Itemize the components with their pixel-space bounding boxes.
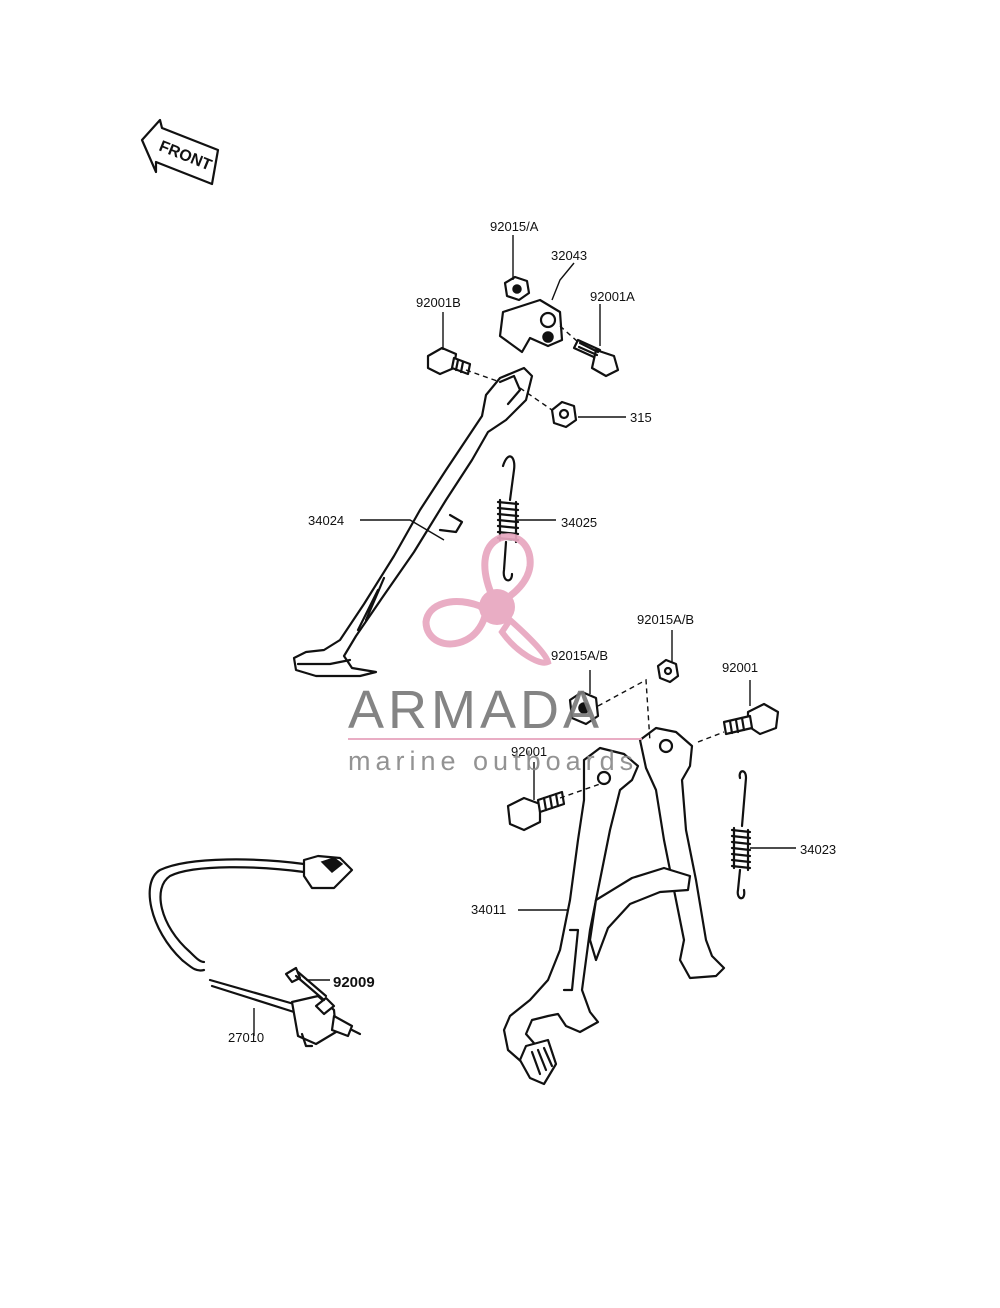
nut-92015ab-mid: [568, 690, 600, 726]
watermark-tagline: marine outboards: [348, 746, 638, 776]
watermark-divider: [348, 738, 642, 740]
label-92001-left: 92001: [511, 744, 547, 759]
nut-315: [550, 400, 578, 429]
label-34023: 34023: [800, 842, 836, 857]
nut-92015a: [503, 275, 531, 302]
spring-34025: [496, 455, 520, 582]
label-92001b: 92001B: [416, 295, 461, 310]
label-34024: 34024: [308, 513, 344, 528]
center-stand-34011: [502, 726, 726, 1086]
front-label: FRONT: [157, 138, 215, 174]
leader-lines: [253, 235, 796, 1036]
watermark-brand: ARMADA: [348, 680, 603, 740]
label-92009: 92009: [333, 974, 375, 991]
label-92015a: 92015/A: [490, 219, 539, 234]
label-92001-right: 92001: [722, 660, 758, 675]
front-arrow-icon: FRONT: [140, 118, 220, 186]
label-315: 315: [630, 410, 652, 425]
bolt-92001a: [572, 338, 620, 378]
screw-92009: [284, 966, 328, 1002]
bolt-92001-left: [506, 790, 566, 832]
bolt-92001-right: [722, 702, 780, 736]
propeller-icon: [422, 533, 552, 666]
bolt-92001b: [426, 346, 472, 376]
label-34025: 34025: [561, 515, 597, 530]
side-stand-34024: [292, 366, 534, 678]
switch-27010: [148, 854, 362, 1048]
nut-92015ab-top: [656, 658, 680, 684]
spring-34023: [730, 770, 752, 900]
label-32043: 32043: [551, 248, 587, 263]
label-92015ab-top: 92015A/B: [637, 612, 694, 627]
bracket-32043: [498, 298, 564, 354]
watermark: ARMADA marine outboards: [348, 533, 642, 776]
label-92001a: 92001A: [590, 289, 635, 304]
label-92015ab-mid: 92015A/B: [551, 648, 608, 663]
label-27010: 27010: [228, 1030, 264, 1045]
label-34011: 34011: [471, 902, 506, 917]
